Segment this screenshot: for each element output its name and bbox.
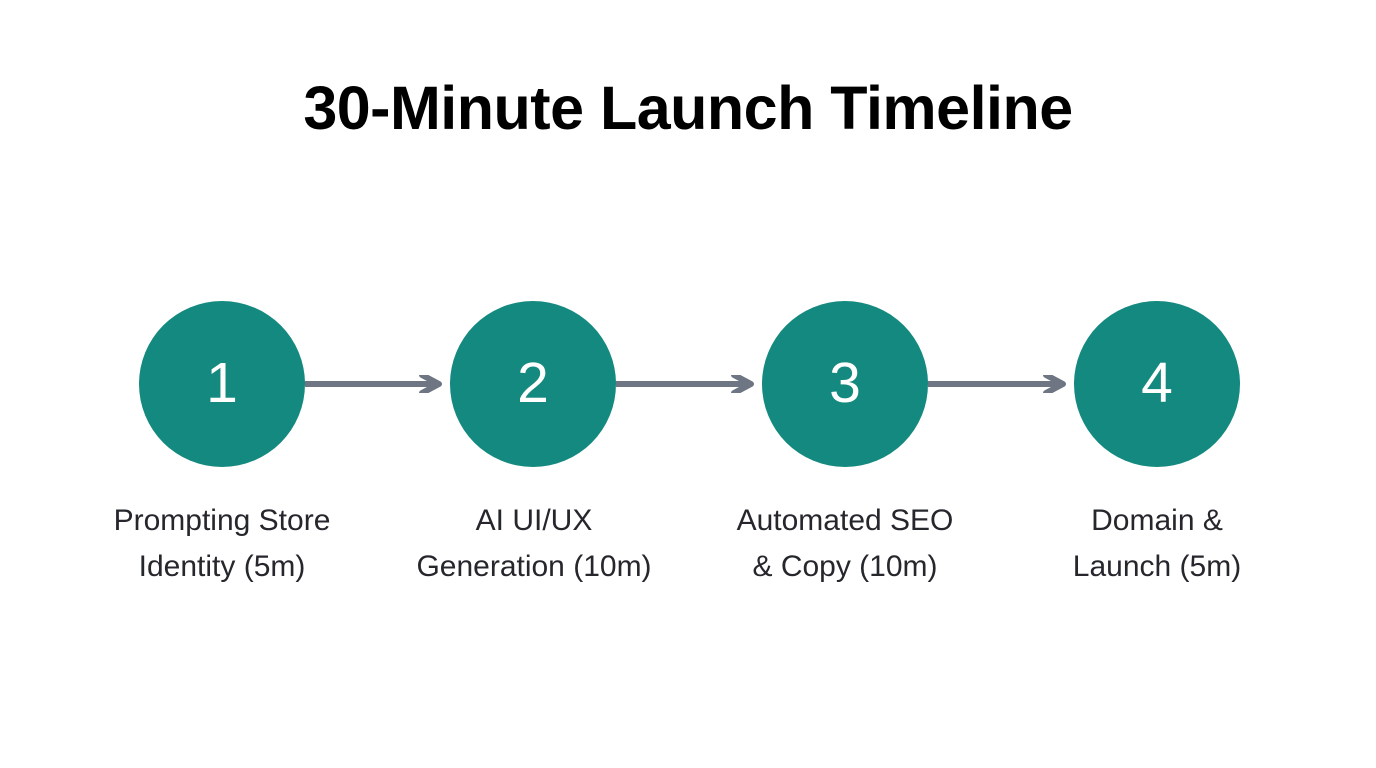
step-circle-3[interactable]: 3: [762, 301, 928, 467]
step-label-2-line-1: AI UI/UX: [475, 504, 593, 537]
step-labels-row: Prompting Store Identity (5m) AI UI/UX G…: [0, 498, 1376, 598]
step-label-3-line-2: & Copy (10m): [752, 550, 938, 583]
step-label-1-line-1: Prompting Store: [113, 504, 331, 537]
step-label-1: Prompting Store Identity (5m): [72, 498, 372, 590]
step-label-4-line-2: Launch (5m): [1072, 550, 1242, 583]
step-number-2: 2: [517, 350, 549, 415]
step-label-2: AI UI/UX Generation (10m): [384, 498, 684, 590]
step-label-4: Domain & Launch (5m): [1007, 498, 1307, 590]
step-circle-2[interactable]: 2: [450, 301, 616, 467]
step-label-3: Automated SEO & Copy (10m): [695, 498, 995, 590]
step-number-4: 4: [1141, 350, 1173, 415]
timeline-step-node-2[interactable]: 2: [450, 301, 616, 467]
timeline-step-node-4[interactable]: 4: [1074, 301, 1240, 467]
step-circle-1[interactable]: 1: [139, 301, 305, 467]
step-circle-4[interactable]: 4: [1074, 301, 1240, 467]
step-number-1: 1: [206, 350, 238, 415]
timeline-step-node-1[interactable]: 1: [139, 301, 305, 467]
step-label-3-line-1: Automated SEO: [736, 504, 954, 537]
arrow-right-icon: [305, 375, 450, 393]
timeline-step-node-3[interactable]: 3: [762, 301, 928, 467]
step-label-4-line-1: Domain &: [1091, 504, 1223, 537]
arrow-right-icon: [928, 375, 1074, 393]
step-label-2-line-2: Generation (10m): [416, 550, 652, 583]
step-label-1-line-2: Identity (5m): [138, 550, 306, 583]
step-flow-row: 1 2 3: [139, 301, 1240, 467]
page-title: 30-Minute Launch Timeline: [303, 74, 1073, 142]
step-number-3: 3: [829, 350, 861, 415]
arrow-right-icon: [616, 375, 762, 393]
